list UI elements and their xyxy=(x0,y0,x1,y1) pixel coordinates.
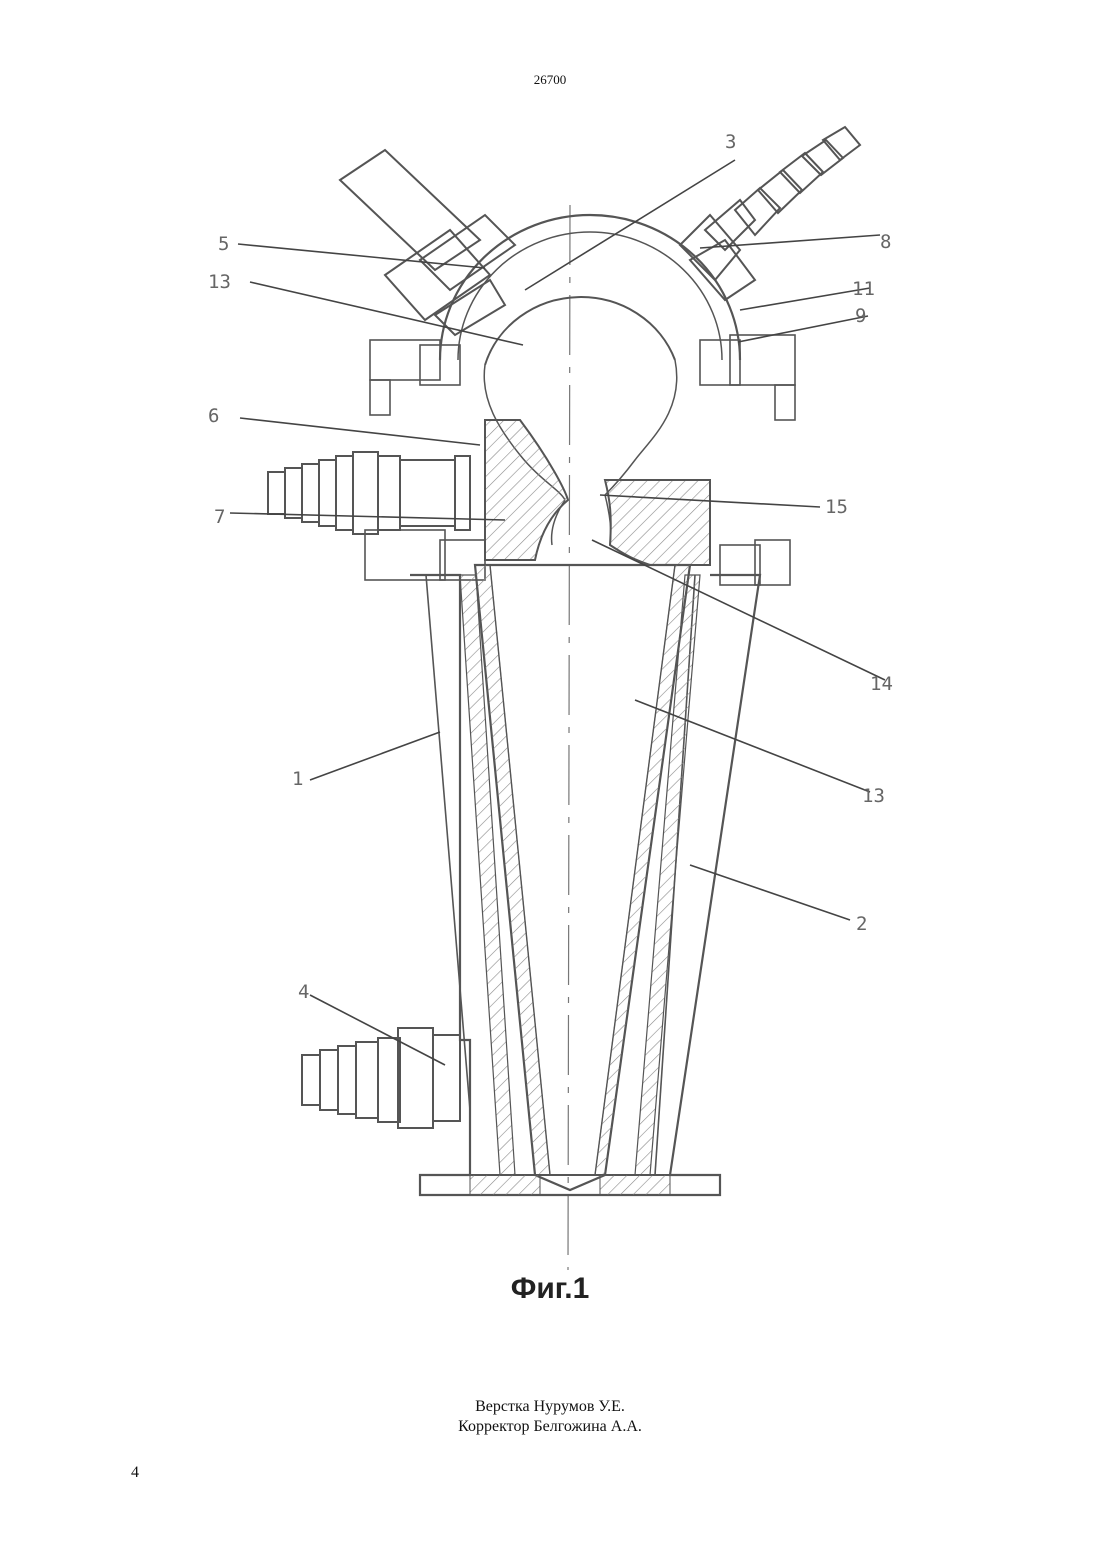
label-1: 1 xyxy=(292,768,303,790)
drawing-svg: 5 13 3 8 11 9 6 7 15 14 13 1 2 4 xyxy=(180,120,940,1320)
base-hatch-right xyxy=(600,1175,670,1195)
outer-body xyxy=(410,575,760,1195)
nozzle-block-left xyxy=(485,420,568,560)
hose-connector-7 xyxy=(268,452,470,534)
inlet-tube-5 xyxy=(340,150,515,335)
credits-block: Верстка Нурумов У.Е. Корректор Белгожина… xyxy=(0,1397,1100,1437)
label-13-bottom: 13 xyxy=(862,785,885,807)
base-hatch-left xyxy=(470,1175,540,1195)
hose-connector-4 xyxy=(302,1028,460,1128)
layout-credit: Верстка Нурумов У.Е. xyxy=(0,1397,1100,1417)
leader-lines xyxy=(230,160,885,1065)
label-13-top: 13 xyxy=(208,271,231,293)
proofreader-credit: Корректор Белгожина А.А. xyxy=(0,1417,1100,1437)
head-flange-right xyxy=(700,335,795,420)
label-9: 9 xyxy=(855,305,866,327)
page-number: 4 xyxy=(131,1464,139,1482)
mid-flange-right xyxy=(720,540,790,585)
nozzle-block-right xyxy=(605,480,710,565)
document-number: 26700 xyxy=(0,72,1100,88)
label-7: 7 xyxy=(214,506,225,528)
label-3: 3 xyxy=(725,131,736,153)
mid-flange-left xyxy=(365,530,485,580)
label-2: 2 xyxy=(856,913,867,935)
label-4: 4 xyxy=(298,981,309,1003)
technical-drawing: 5 13 3 8 11 9 6 7 15 14 13 1 2 4 xyxy=(180,120,940,1320)
label-5: 5 xyxy=(218,233,229,255)
label-15: 15 xyxy=(825,496,848,518)
figure-caption: Фиг.1 xyxy=(0,1272,1100,1306)
label-11: 11 xyxy=(852,278,875,300)
head-flange-left xyxy=(370,340,460,415)
inlet-tube-8 xyxy=(680,127,860,300)
base-plate xyxy=(420,1175,720,1195)
label-6: 6 xyxy=(208,405,219,427)
axis-line xyxy=(568,205,570,1270)
label-14: 14 xyxy=(870,673,893,695)
label-8: 8 xyxy=(880,231,891,253)
